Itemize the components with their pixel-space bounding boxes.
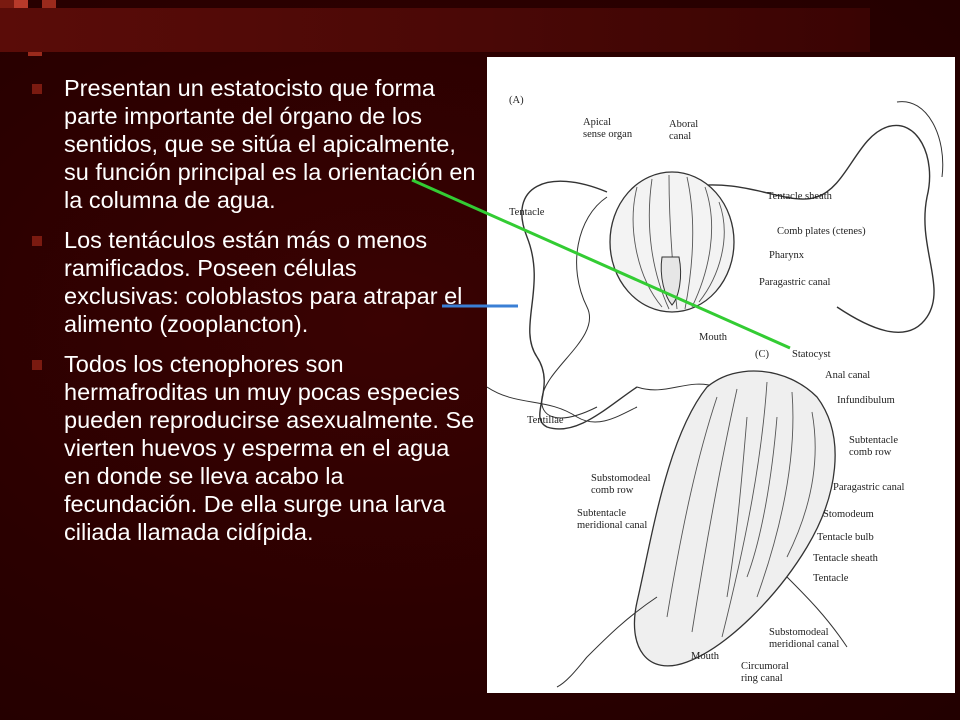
bullet-square-icon bbox=[32, 360, 42, 370]
panel-c-tag: (C) bbox=[755, 349, 769, 360]
label-mouth-c: Mouth bbox=[691, 651, 720, 662]
bullet-item-reproduction: Todos los ctenophores son hermafroditas … bbox=[28, 350, 478, 546]
label-statocyst: Statocyst bbox=[792, 349, 831, 360]
label-anal-canal: Anal canal bbox=[825, 370, 871, 381]
label-paragastric-canal-a: Paragastric canal bbox=[759, 277, 831, 288]
label-substomodeal-comb-row: Substomodeal comb row bbox=[591, 473, 651, 496]
label-tentillae: Tentillae bbox=[527, 415, 564, 426]
label-tentacle-bulb: Tentacle bulb bbox=[817, 532, 874, 543]
label-subtentacle-meridional-canal: Subtentacle meridional canal bbox=[577, 508, 648, 531]
label-tentacle-sheath-a: Tentacle sheath bbox=[767, 191, 832, 202]
label-tentacle-c: Tentacle bbox=[813, 573, 849, 584]
label-comb-plates: Comb plates (ctenes) bbox=[777, 226, 866, 237]
label-stomodeum: Stomodeum bbox=[823, 509, 874, 520]
bullet-item-tentacles: Los tentáculos están más o menos ramific… bbox=[28, 226, 478, 338]
label-paragastric-canal-c: Paragastric canal bbox=[833, 482, 905, 493]
label-tentacle-a: Tentacle bbox=[509, 207, 545, 218]
label-apical-sense-organ: Apical sense organ bbox=[583, 117, 633, 140]
bullet-text: Todos los ctenophores son hermafroditas … bbox=[64, 351, 475, 545]
bullet-square-icon bbox=[32, 236, 42, 246]
bullet-item-statocyst: Presentan un estatocisto que forma parte… bbox=[28, 74, 478, 214]
title-bar bbox=[0, 8, 870, 52]
label-infundibulum: Infundibulum bbox=[837, 395, 895, 406]
label-mouth-a: Mouth bbox=[699, 332, 728, 343]
label-pharynx: Pharynx bbox=[769, 250, 804, 261]
bullet-square-icon bbox=[32, 84, 42, 94]
ctenophore-drawing bbox=[487, 101, 944, 688]
label-aboral-canal: Aboral canal bbox=[669, 119, 699, 142]
ctenophore-anatomy-figure: (A) Apical sense organ Aboral canal Tent… bbox=[487, 57, 955, 693]
bullet-text: Los tentáculos están más o menos ramific… bbox=[64, 227, 463, 337]
bullet-list: Presentan un estatocisto que forma parte… bbox=[28, 74, 478, 558]
label-circumoral-ring-canal: Circumoral ring canal bbox=[741, 661, 789, 684]
label-tentacle-sheath-c: Tentacle sheath bbox=[813, 553, 878, 564]
label-subtentacle-comb-row: Subtentacle comb row bbox=[849, 435, 898, 458]
bullet-text: Presentan un estatocisto que forma parte… bbox=[64, 75, 476, 213]
panel-a-tag: (A) bbox=[509, 95, 524, 106]
label-substomodeal-meridional-canal: Substomodeal meridional canal bbox=[769, 627, 840, 650]
